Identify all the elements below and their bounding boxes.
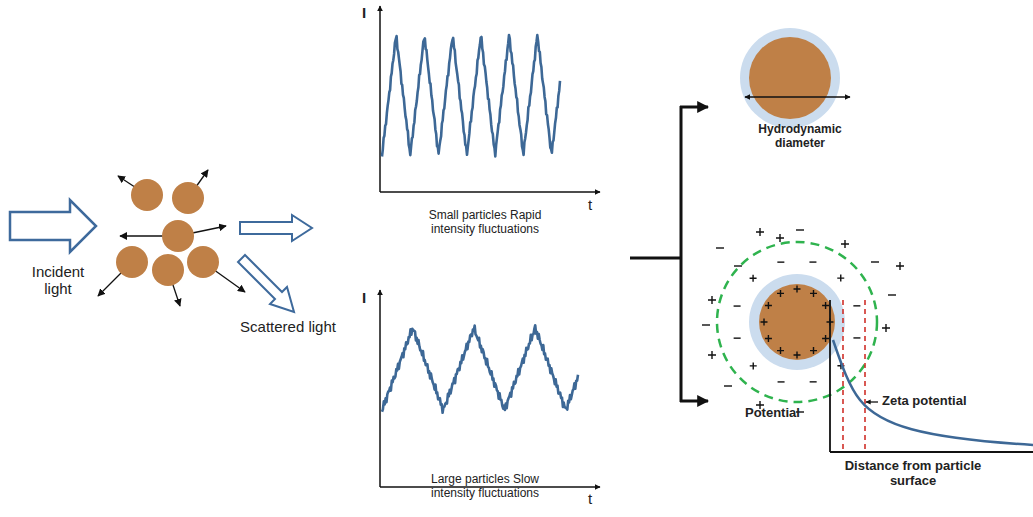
minus-sign — [796, 229, 804, 230]
label: t — [588, 196, 602, 213]
label: Zeta potential — [880, 393, 969, 408]
label: Large particles Slow intensity fluctuati… — [418, 472, 552, 500]
plus-sign — [794, 286, 801, 293]
plus-sign — [882, 324, 890, 332]
incident-arrow — [10, 200, 96, 252]
minus-sign — [853, 337, 860, 338]
minus-sign — [810, 381, 817, 382]
label: Distance from particle surface — [838, 458, 988, 488]
scatter-rays — [98, 170, 245, 306]
plus-sign — [750, 362, 757, 369]
minus-sign — [734, 337, 741, 338]
particles — [116, 179, 219, 286]
minus-sign — [734, 305, 741, 306]
minus-sign — [871, 261, 879, 262]
plus-sign — [810, 347, 817, 354]
plus-sign — [765, 335, 772, 342]
minus-sign — [734, 265, 742, 266]
branch-bracket — [630, 106, 708, 402]
label: t — [588, 490, 602, 507]
minus-sign — [777, 261, 784, 262]
minus-sign — [778, 381, 785, 382]
plus-sign — [776, 234, 784, 242]
potential-plot — [830, 300, 1033, 452]
plus-sign — [822, 335, 829, 342]
minus-sign — [716, 247, 724, 248]
plus-sign — [708, 296, 716, 304]
charge-signs — [702, 228, 904, 412]
plus-sign — [777, 290, 784, 297]
label: Scattered light — [240, 318, 336, 335]
label: Small particles Rapid intensity fluctuat… — [420, 208, 550, 236]
label: Hydrodynamic diameter — [740, 122, 860, 150]
plus-sign — [896, 262, 904, 270]
plus-sign — [810, 290, 817, 297]
minus-sign — [702, 324, 710, 325]
particle — [749, 37, 831, 119]
solvation-halo — [740, 28, 840, 128]
label: Potential — [745, 405, 815, 420]
plus-sign — [765, 302, 772, 309]
minus-sign — [888, 294, 896, 295]
intensity-trace — [382, 35, 560, 157]
minus-sign — [853, 305, 860, 306]
minus-sign — [724, 385, 732, 386]
label: I — [362, 289, 376, 306]
plus-sign — [837, 275, 844, 282]
plus-sign — [750, 275, 757, 282]
scattered-arrow — [238, 255, 294, 312]
scattered-arrow — [240, 215, 312, 241]
particle — [759, 284, 835, 360]
slipping-plane — [717, 242, 877, 402]
plus-sign — [841, 240, 849, 248]
label: I — [362, 4, 376, 21]
plus-sign — [777, 347, 784, 354]
graph-axes — [380, 6, 600, 487]
plus-sign — [708, 351, 716, 359]
label: Incident light — [18, 263, 98, 297]
plus-sign — [794, 352, 801, 359]
diameter-arrow — [745, 96, 850, 98]
plus-sign — [756, 228, 764, 236]
plus-sign — [822, 302, 829, 309]
minus-sign — [809, 261, 816, 262]
plus-sign — [761, 319, 768, 326]
intensity-trace — [382, 325, 578, 413]
